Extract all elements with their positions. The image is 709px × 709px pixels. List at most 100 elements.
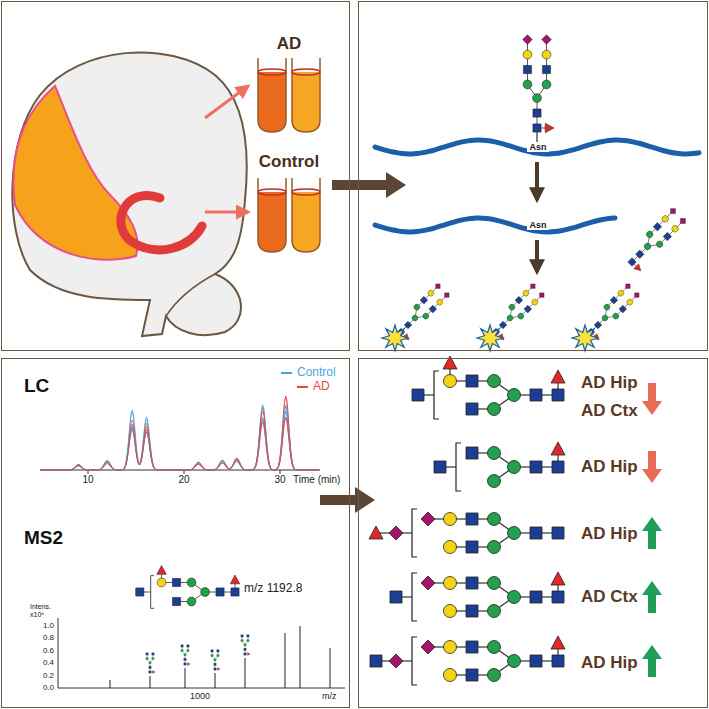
protein-strand [375, 218, 615, 232]
glycan-residue [533, 94, 542, 103]
glycan-residue [146, 653, 149, 656]
glycan-residue [488, 403, 501, 416]
glycan-residue [551, 370, 565, 383]
glycan [369, 509, 564, 557]
spectrum-peak [300, 626, 301, 688]
glycan-residue [552, 527, 564, 539]
glycan-residue [244, 648, 247, 651]
chromatogram-trace [40, 411, 318, 470]
glycan-residue [601, 314, 609, 322]
glycan-residue [523, 35, 533, 45]
glycan-residue [619, 305, 627, 313]
glycan-residue [530, 389, 542, 401]
glycan-residue [157, 565, 167, 574]
glycan-residue [214, 668, 217, 671]
glycan-residue [508, 303, 516, 311]
axis-label: 0.8 [43, 633, 54, 642]
glycan-residue [420, 296, 428, 304]
glycan-residue [427, 289, 435, 297]
glycan-residue [466, 541, 478, 553]
glycan-residue [653, 222, 661, 230]
glycan-residue [632, 291, 641, 300]
glycan-residue [530, 655, 542, 667]
panel: AD HipAD CtxAD HipAD HipAD CtxAD Hip [358, 358, 708, 708]
glycan-residue [530, 461, 542, 473]
axis-label: 0.0 [43, 683, 54, 692]
glycan-residue [247, 635, 250, 638]
chromatogram-trace [40, 407, 318, 470]
change-label: AD Hip [581, 653, 638, 673]
glycan-residue [661, 214, 670, 223]
axis-label: m/z [322, 691, 337, 701]
glycan [622, 206, 689, 273]
chromatogram-trace [40, 397, 318, 470]
glycan-residue [149, 671, 152, 674]
glycan-residue [369, 526, 383, 539]
legend-text: Control [296, 366, 337, 380]
glycan-residue [421, 640, 435, 654]
glycan-residue [678, 216, 688, 226]
glycan-residue [244, 643, 247, 646]
glycan-residue [522, 289, 530, 297]
chromatogram-trace [40, 396, 318, 470]
fluorescent-tag [477, 325, 503, 351]
tubes [258, 58, 320, 252]
glycan-residue [671, 224, 680, 233]
glycan-residue [216, 588, 224, 596]
glycan-residue [551, 636, 565, 649]
glycan-residue [508, 591, 521, 604]
chromatogram-trace [40, 412, 318, 470]
glycan [136, 565, 240, 608]
glycan-residue [531, 298, 539, 306]
glycan-residue [422, 312, 430, 320]
glycan-residue [230, 575, 240, 584]
protein-strand [375, 140, 699, 154]
glycan-residue [530, 527, 542, 539]
glycan-residue [612, 312, 620, 320]
glycan-residue [421, 512, 435, 526]
axis-label: 1.0 [43, 621, 54, 630]
spectrum-peak [215, 673, 216, 688]
spectrum-peak [110, 680, 111, 688]
glycan-residue [542, 65, 550, 73]
glycan-residue [643, 242, 652, 251]
glycan-residue [552, 655, 564, 667]
glycan-residue [488, 577, 501, 590]
glycan-residue [412, 389, 424, 401]
axis-label: 10 [82, 474, 93, 486]
glycan-residue [506, 314, 514, 322]
glycan-residue [218, 668, 221, 671]
glycan-residue [466, 447, 478, 459]
glycan-residue [528, 282, 537, 291]
glycan-residue [370, 655, 382, 667]
glycan-residue [444, 669, 457, 682]
spectrum-peak [330, 648, 331, 688]
glycan-residue [172, 578, 180, 586]
change-label: AD Ctx [581, 587, 638, 607]
change-label: AD Hip [581, 373, 638, 393]
glycan-residue [537, 291, 546, 300]
glycan-residue [515, 296, 523, 304]
glycan-residue [244, 653, 247, 656]
fluorescent-tag [382, 325, 408, 351]
glycan-residue [488, 375, 501, 388]
glycan-residue [241, 639, 244, 642]
glycan-residue [628, 258, 636, 266]
panel-label: Control [259, 152, 319, 172]
glycan-residue [413, 303, 421, 311]
chromatogram-trace [40, 405, 318, 470]
glycan-residue [211, 650, 214, 653]
process-arrows [537, 162, 538, 272]
glycan-residue [188, 663, 191, 666]
axis-label: 20 [178, 474, 189, 486]
glycan-residue [466, 403, 478, 415]
glycan-residue [530, 591, 542, 603]
panel: AsnAsn [358, 1, 708, 351]
glycan-residue [187, 578, 196, 587]
spectrum-peak [285, 633, 286, 688]
glycan-residue [668, 206, 678, 216]
glycan-residue [211, 654, 214, 657]
glycan-residue [181, 645, 184, 648]
glycan-residue [466, 577, 478, 589]
decrease-arrow [642, 451, 662, 483]
